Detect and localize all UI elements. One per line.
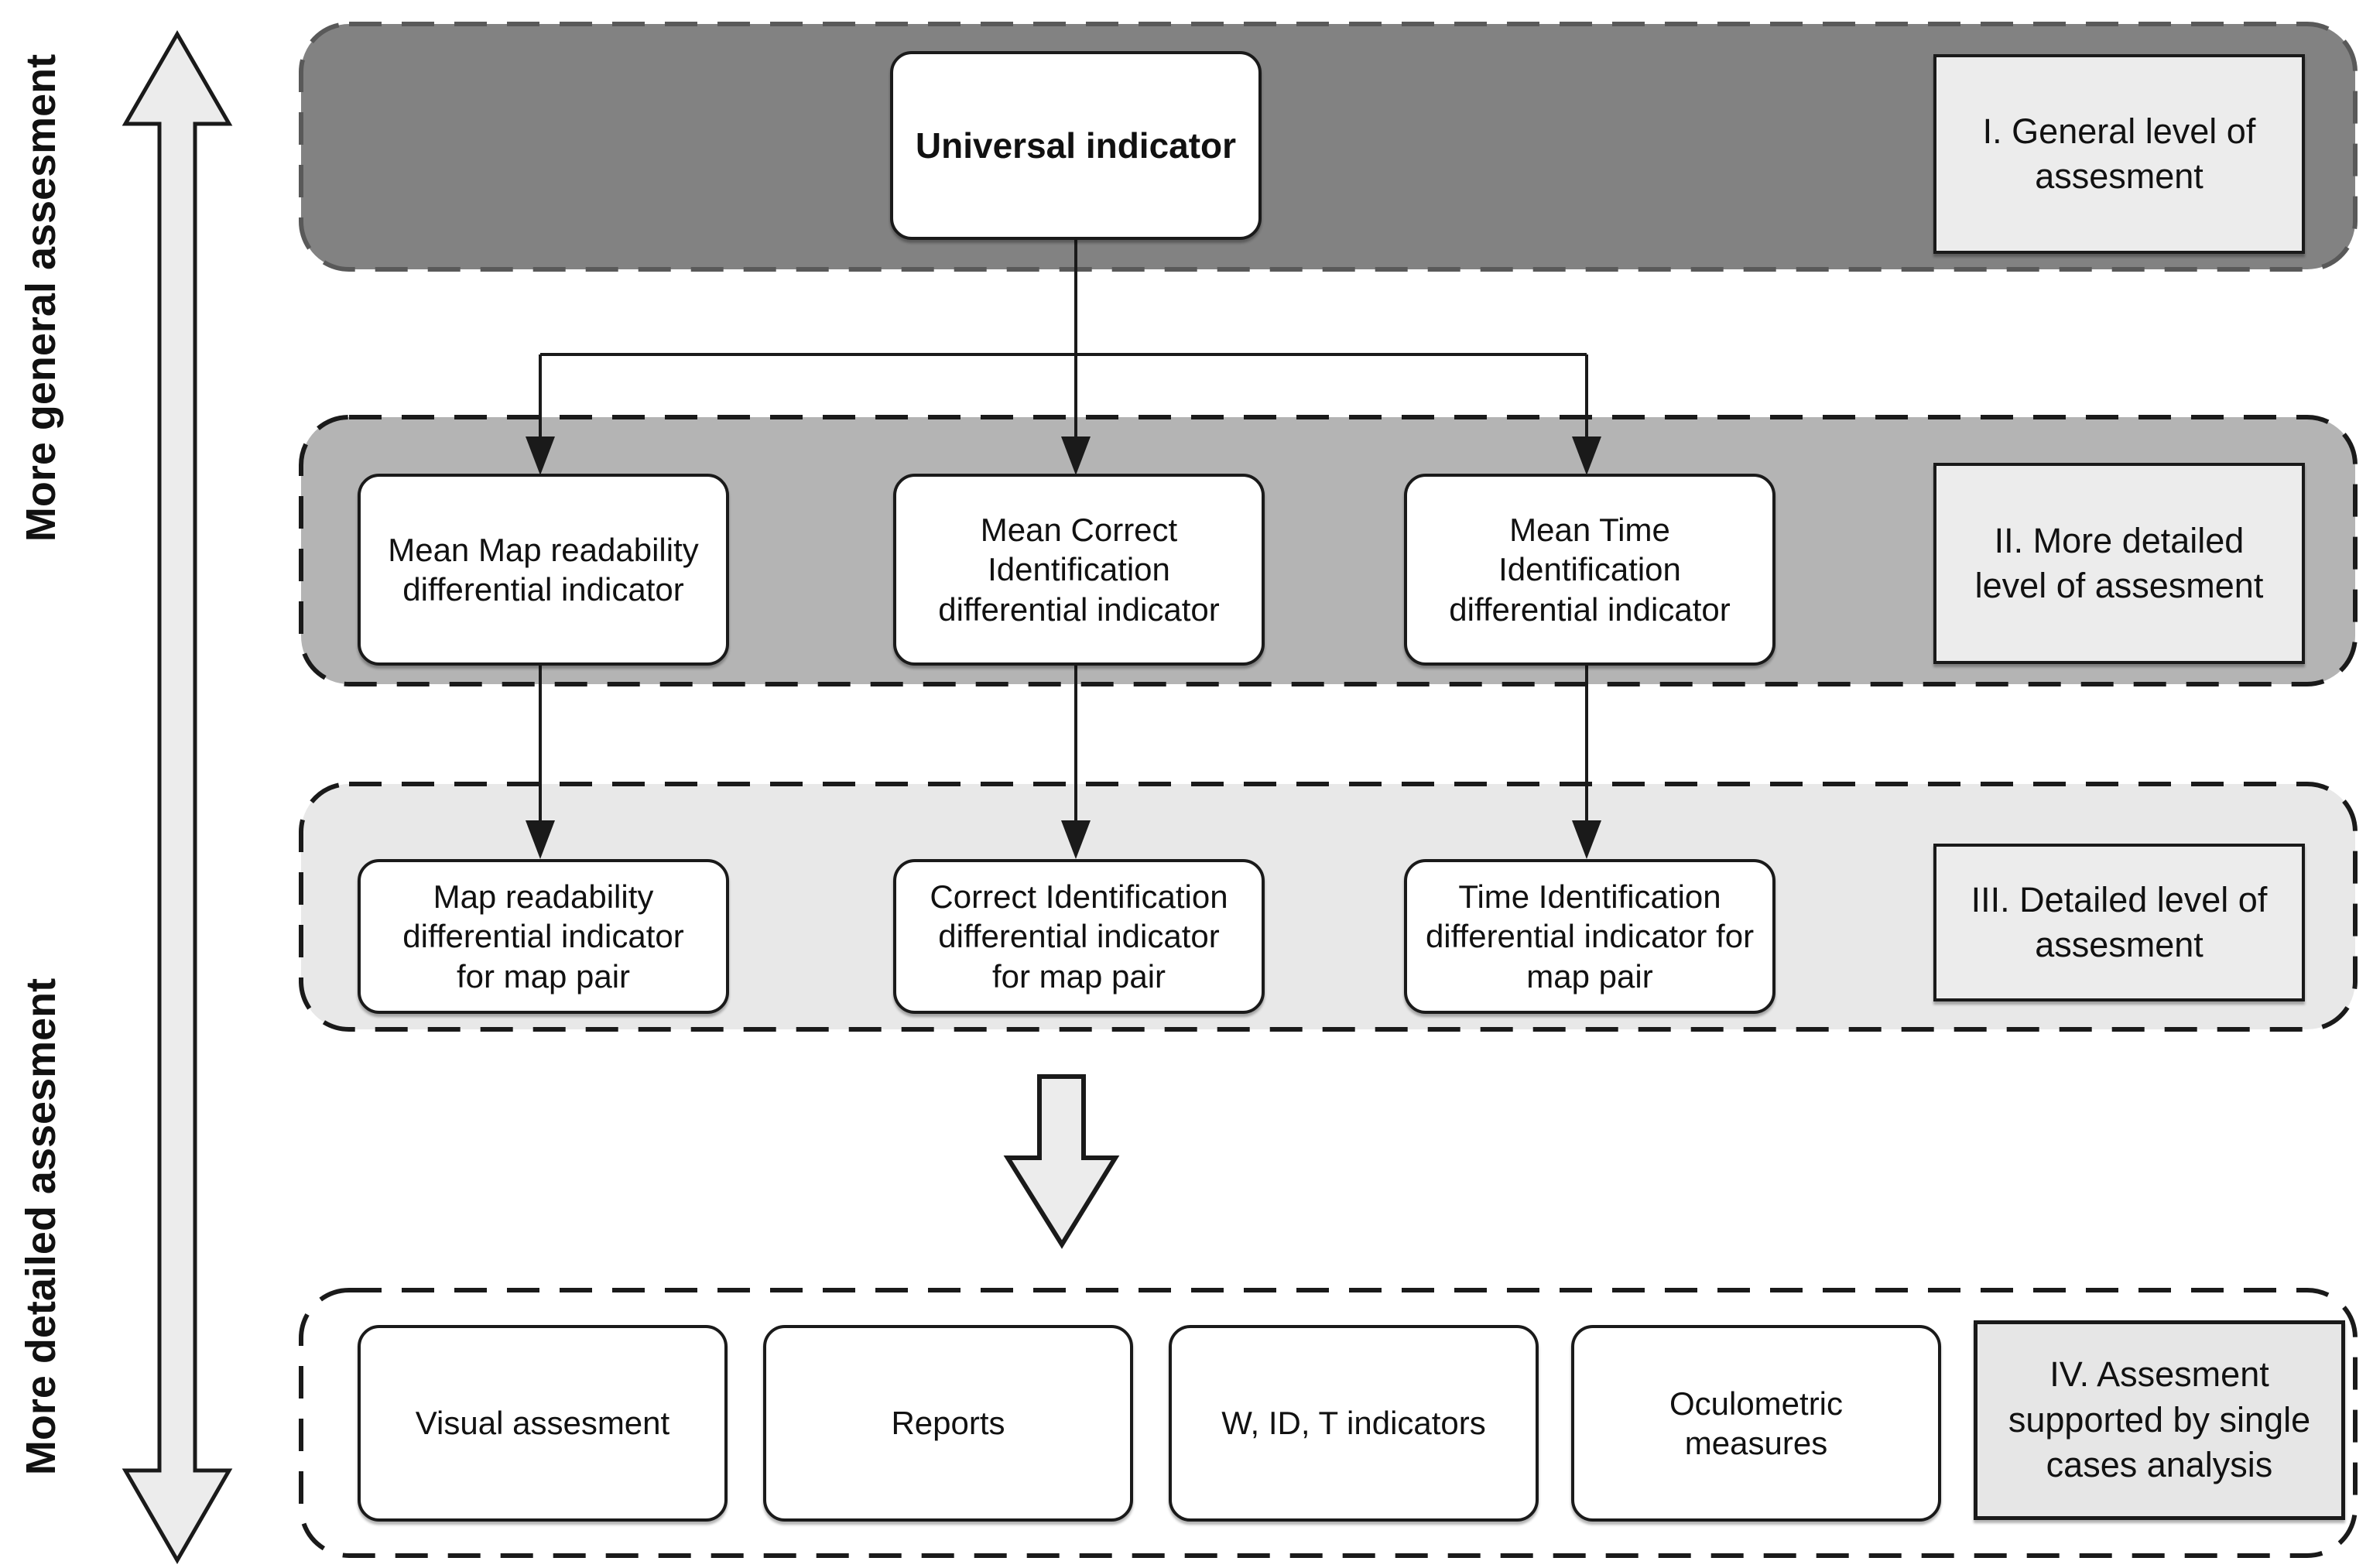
arrowhead-icon	[1061, 437, 1091, 475]
arrowhead-icon	[1572, 437, 1601, 475]
node-text: Reports	[891, 1405, 1005, 1442]
node-text: Mean Time Identification differential in…	[1449, 512, 1731, 628]
node-text: Map readability differential indicator f…	[402, 878, 684, 995]
arrowhead-icon	[526, 437, 555, 475]
generality-axis-double-arrow-icon	[122, 30, 233, 1564]
connector-tree	[539, 234, 1588, 822]
node-reports: Reports	[763, 1325, 1133, 1522]
down-block-arrow-icon	[1003, 1074, 1120, 1249]
axis-label-more-general: More general assesment	[18, 53, 64, 543]
node-text: Correct Identification differential indi…	[930, 878, 1228, 995]
node-mean-time-identification: Mean Time Identification differential in…	[1404, 474, 1775, 666]
node-text: Mean Map readability differential indica…	[388, 531, 699, 608]
arrowhead-icon	[1061, 820, 1091, 859]
level-band-1	[299, 22, 2358, 272]
node-time-identification-pair: Time Identification differential indicat…	[1404, 859, 1775, 1014]
node-map-readability-pair: Map readability differential indicator f…	[358, 859, 729, 1014]
level-label-text: I. General level of assesment	[1982, 111, 2256, 197]
level-label-2: II. More detailed level of assesment	[1933, 463, 2305, 664]
node-text: Visual assesment	[415, 1405, 670, 1442]
node-text: W, ID, T indicators	[1221, 1405, 1486, 1442]
level-band-2	[299, 415, 2358, 686]
arrowhead-icon	[526, 820, 555, 859]
level-label-text: III. Detailed level of assesment	[1971, 879, 2268, 965]
node-mean-correct-identification: Mean Correct Identification differential…	[893, 474, 1265, 666]
level-band-3	[299, 782, 2358, 1032]
node-text: Time Identification differential indicat…	[1425, 878, 1755, 995]
level-label-4: IV. Assesment supported by single cases …	[1974, 1320, 2345, 1520]
level-label-1: I. General level of assesment	[1933, 54, 2305, 254]
node-visual-assesment: Visual assesment	[358, 1325, 728, 1522]
node-text: Oculometric measures	[1669, 1385, 1844, 1461]
node-mean-map-readability: Mean Map readability differential indica…	[358, 474, 729, 666]
node-w-id-t-indicators: W, ID, T indicators	[1169, 1325, 1539, 1522]
node-correct-identification-pair: Correct Identification differential indi…	[893, 859, 1265, 1014]
node-text: Universal indicator	[915, 125, 1237, 166]
level-label-text: II. More detailed level of assesment	[1974, 520, 2264, 606]
node-oculometric-measures: Oculometric measures	[1571, 1325, 1941, 1522]
level-label-3: III. Detailed level of assesment	[1933, 844, 2305, 1001]
level-label-text: IV. Assesment supported by single cases …	[2008, 1354, 2311, 1485]
axis-label-more-detailed: More detailed assesment	[18, 977, 64, 1476]
connector-arrowheads	[526, 437, 1601, 859]
node-universal-indicator: Universal indicator	[890, 51, 1262, 240]
node-text: Mean Correct Identification differential…	[938, 512, 1220, 628]
arrowhead-icon	[1572, 820, 1601, 859]
